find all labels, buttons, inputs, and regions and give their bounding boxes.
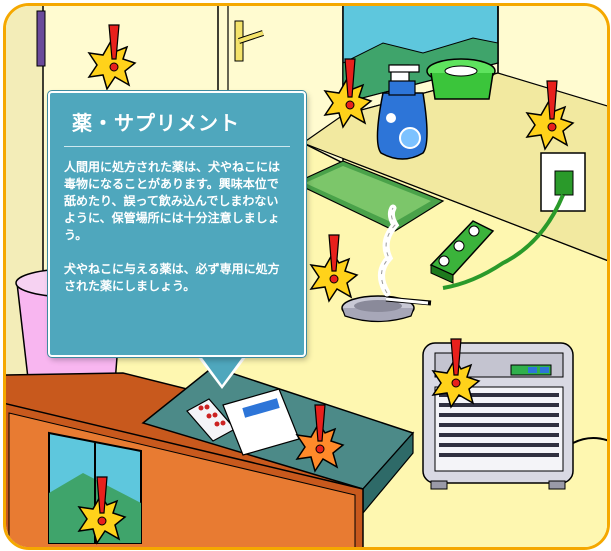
tooltip-title: 薬・サプリメント	[72, 111, 240, 135]
scene-frame	[3, 3, 610, 550]
tooltip-paragraph: 犬やねこに与える薬は、必ず専用に処方された薬にしましょう。	[64, 262, 280, 293]
tooltip-body: 人間用に処方された薬は、犬やねこには毒物になることがあります。興味本位で舐めたり…	[64, 159, 290, 295]
hazard-cigarette[interactable]	[309, 234, 359, 303]
hazard-cabinet[interactable]	[77, 476, 127, 545]
room-illustration	[6, 6, 607, 547]
hazard-heater[interactable]	[431, 338, 481, 409]
hazard-tooltip: 薬・サプリメント 人間用に処方された薬は、犬やねこには毒物になることがあります。…	[48, 91, 306, 357]
tooltip-paragraph: 人間用に処方された薬は、犬やねこには毒物になることがあります。興味本位で舐めたり…	[64, 160, 281, 242]
tooltip-pointer	[200, 355, 244, 385]
hazard-window[interactable]	[87, 24, 137, 91]
hazard-outlet[interactable]	[525, 80, 575, 151]
hazard-medicine[interactable]	[295, 404, 345, 473]
tooltip-divider	[64, 146, 290, 147]
hazard-soap[interactable]	[323, 58, 373, 129]
